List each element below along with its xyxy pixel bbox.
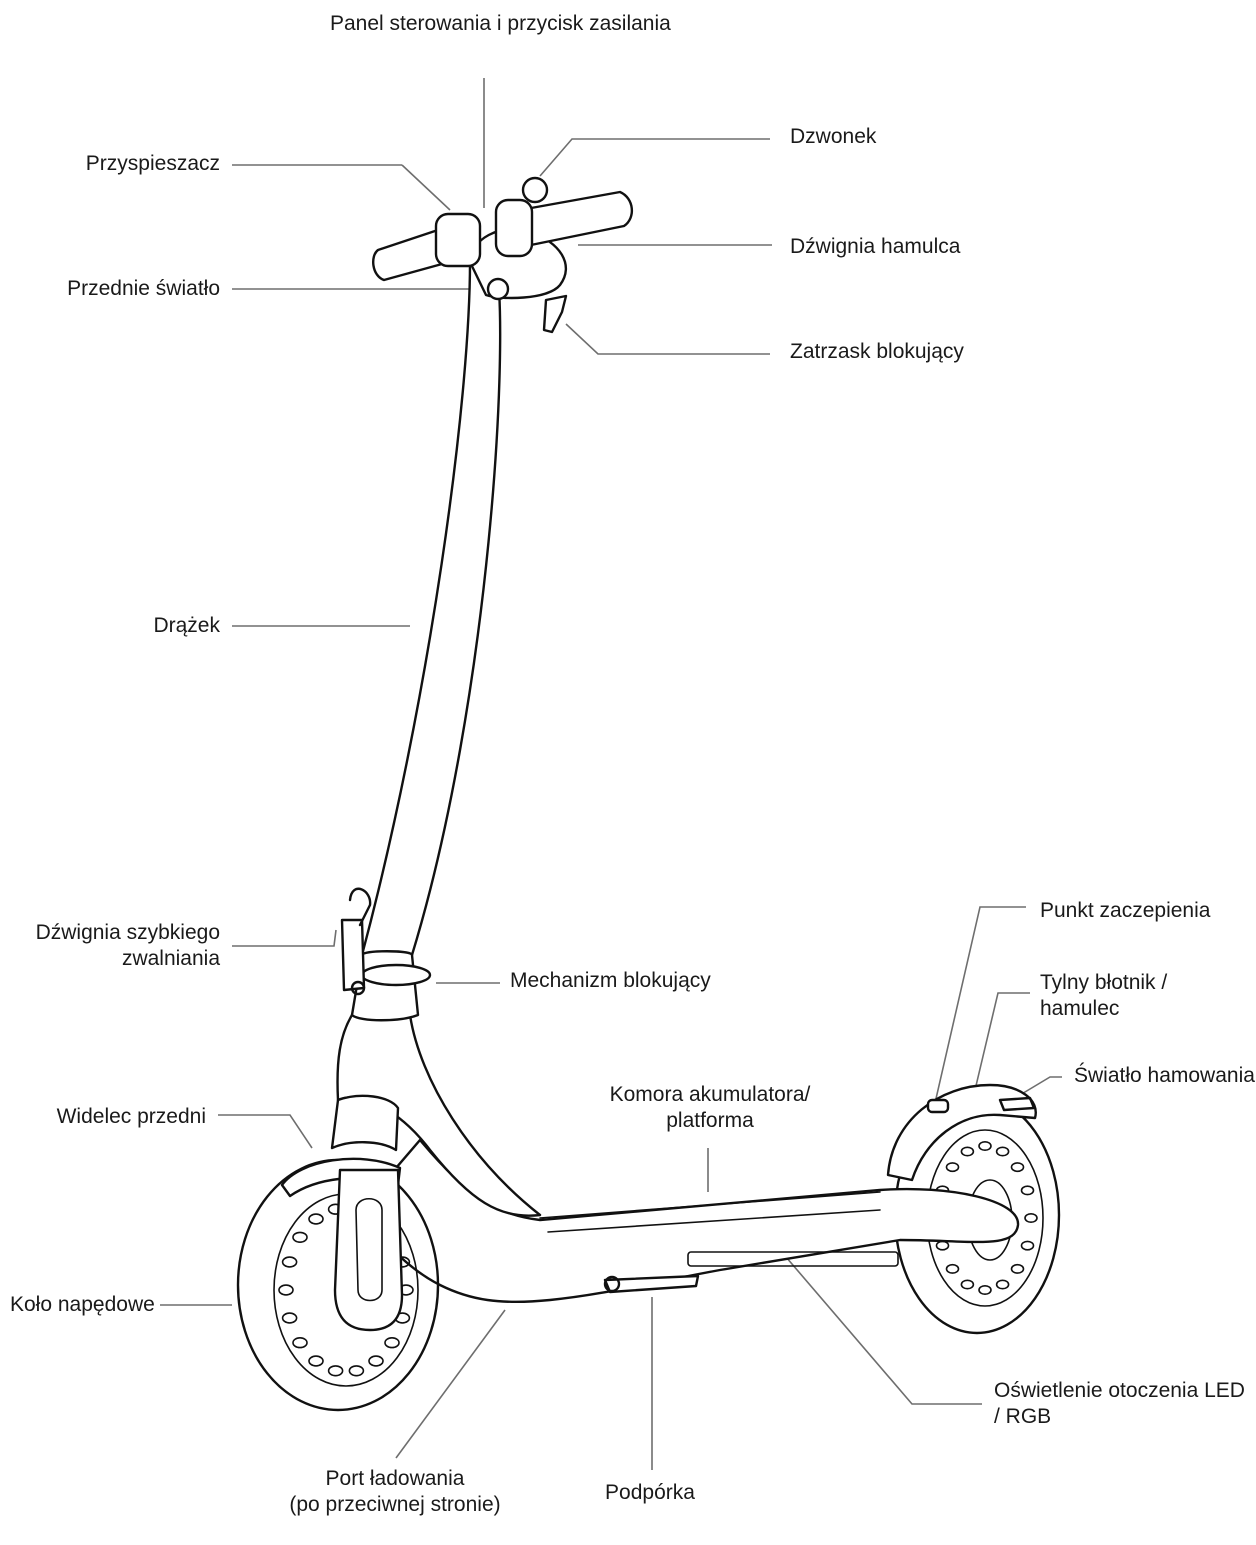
label-stem: Drążek	[153, 614, 220, 637]
scooter-illustration	[236, 176, 1061, 1412]
brake-lever-shape	[494, 198, 534, 258]
deck	[358, 1138, 1020, 1304]
frame-neck	[336, 1013, 542, 1217]
kickstand-shape	[603, 1274, 700, 1294]
label-battery-line-1: Komora akumulatora/	[609, 1083, 811, 1106]
leader-fender	[974, 992, 1030, 1091]
wheel-hole	[1024, 1213, 1038, 1224]
label-kickstand: Podpórka	[605, 1481, 695, 1504]
leader-quick-release	[232, 929, 337, 947]
label-latch: Zatrzask blokujący	[790, 340, 964, 363]
wheel-hole	[1010, 1162, 1025, 1173]
label-quick-release-line-2: zwalniania	[121, 947, 220, 970]
quick-release-pivot	[350, 980, 366, 996]
wheel-hole	[1020, 1185, 1035, 1196]
wheel-hole	[1010, 1263, 1025, 1274]
leader-fork	[218, 1114, 313, 1149]
quick-release-shape	[340, 918, 366, 992]
brake-light-shape	[998, 1096, 1036, 1112]
wheel-hole	[384, 1336, 400, 1349]
lock-collar	[360, 963, 432, 987]
stem-shape	[360, 260, 502, 957]
hook-point	[926, 1098, 950, 1114]
rear-wheel-holes	[932, 1141, 1038, 1296]
leader-accelerator-b	[401, 164, 451, 211]
wheel-hole	[281, 1256, 298, 1268]
led-strip	[687, 1251, 899, 1267]
front-fork	[333, 1168, 404, 1332]
right-grip	[518, 190, 633, 248]
label-led-lighting: Oświetlenie otoczenia LED / RGB	[994, 1378, 1245, 1430]
wheel-hole	[935, 1240, 950, 1251]
label-control-panel: Panel sterowania i przycisk zasilania	[330, 12, 671, 35]
leader-led	[779, 1249, 982, 1405]
label-battery-line-2: platforma	[666, 1109, 754, 1132]
label-hook-point: Punkt zaczepienia	[1040, 899, 1211, 922]
label-brake-lever: Dźwignia hamulca	[790, 235, 961, 258]
label-bell: Dzwonek	[790, 125, 877, 148]
wheel-hole	[1020, 1240, 1035, 1251]
wheel-hole	[348, 1365, 365, 1377]
label-front-light: Przednie światło	[67, 277, 220, 300]
latch-shape	[542, 294, 568, 334]
wheel-hole	[292, 1231, 308, 1244]
label-rear-fender-line-1: Tylny błotnik /	[1040, 971, 1168, 994]
wheel-hole	[945, 1162, 960, 1173]
wheel-hole	[308, 1355, 324, 1367]
leader-hook	[934, 906, 1026, 1104]
kickstand-pivot	[603, 1275, 621, 1293]
wheel-hole	[978, 1285, 992, 1296]
wheel-hole	[960, 1146, 975, 1157]
wheel-hole	[281, 1312, 298, 1324]
leader-charging	[395, 1309, 506, 1459]
fork-slot	[355, 1197, 383, 1302]
label-led-line-2: / RGB	[994, 1405, 1052, 1428]
wheel-hole	[960, 1279, 975, 1290]
head-tube-collar	[330, 1094, 400, 1152]
bell-shape	[521, 176, 549, 204]
label-quick-release: Dźwignia szybkiego zwalniania	[10, 920, 220, 972]
label-lock-mechanism: Mechanizm blokujący	[510, 969, 711, 992]
wheel-hole	[278, 1284, 294, 1296]
leader-bell	[539, 138, 770, 177]
quick-release-top	[348, 887, 372, 927]
label-front-fork: Widelec przedni	[56, 1105, 206, 1128]
leader-lines	[160, 78, 1062, 1470]
wheel-hole	[308, 1213, 324, 1225]
label-rear-fender: Tylny błotnik / hamulec	[1040, 970, 1167, 1022]
left-grip	[372, 228, 447, 282]
wheel-hole	[327, 1365, 344, 1377]
label-rear-fender-line-2: hamulec	[1040, 997, 1120, 1020]
label-drive-wheel: Koło napędowe	[10, 1293, 155, 1316]
wheel-hole	[945, 1263, 960, 1274]
label-charging-port: Port ładowania (po przeciwnej stronie)	[270, 1466, 520, 1518]
wheel-hole	[978, 1141, 992, 1152]
throttle	[434, 212, 482, 268]
wheel-hole	[995, 1146, 1010, 1157]
wheel-hole	[368, 1355, 384, 1367]
label-accelerator: Przyspieszacz	[85, 152, 220, 175]
label-led-line-1: Oświetlenie otoczenia LED	[994, 1379, 1245, 1402]
leader-brake-light	[1019, 1076, 1062, 1096]
leader-latch	[565, 323, 770, 355]
wheel-hole	[995, 1279, 1010, 1290]
label-brake-light: Światło hamowania	[1074, 1064, 1255, 1087]
front-light-shape	[486, 277, 510, 301]
label-charging-line-1: Port ładowania	[325, 1467, 465, 1490]
label-charging-line-2: (po przeciwnej stronie)	[289, 1493, 501, 1516]
rear-fender	[886, 1083, 1037, 1182]
label-quick-release-line-1: Dźwignia szybkiego	[35, 921, 220, 944]
label-battery: Komora akumulatora/ platforma	[590, 1082, 830, 1134]
deck-top	[539, 1191, 881, 1233]
wheel-hole	[292, 1336, 308, 1349]
